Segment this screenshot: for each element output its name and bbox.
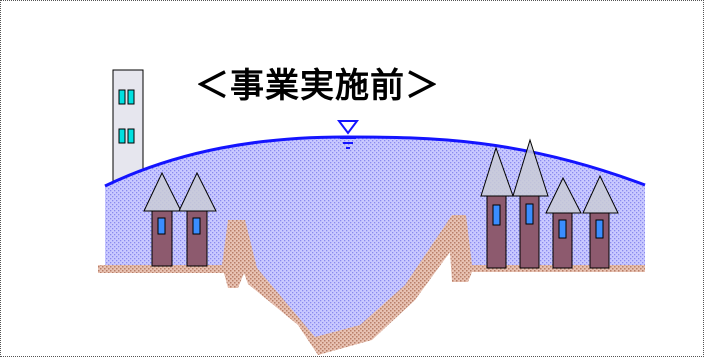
left-houses [143,171,217,267]
house [178,171,217,267]
right-houses [480,138,619,269]
house [512,138,549,269]
ground-embankment [98,215,645,355]
house [582,174,619,269]
house [480,146,514,269]
diagram-caption: ＜事業実施前＞ [195,66,440,106]
water-level-marker-icon [337,120,359,149]
house [143,171,182,267]
house [545,176,582,269]
